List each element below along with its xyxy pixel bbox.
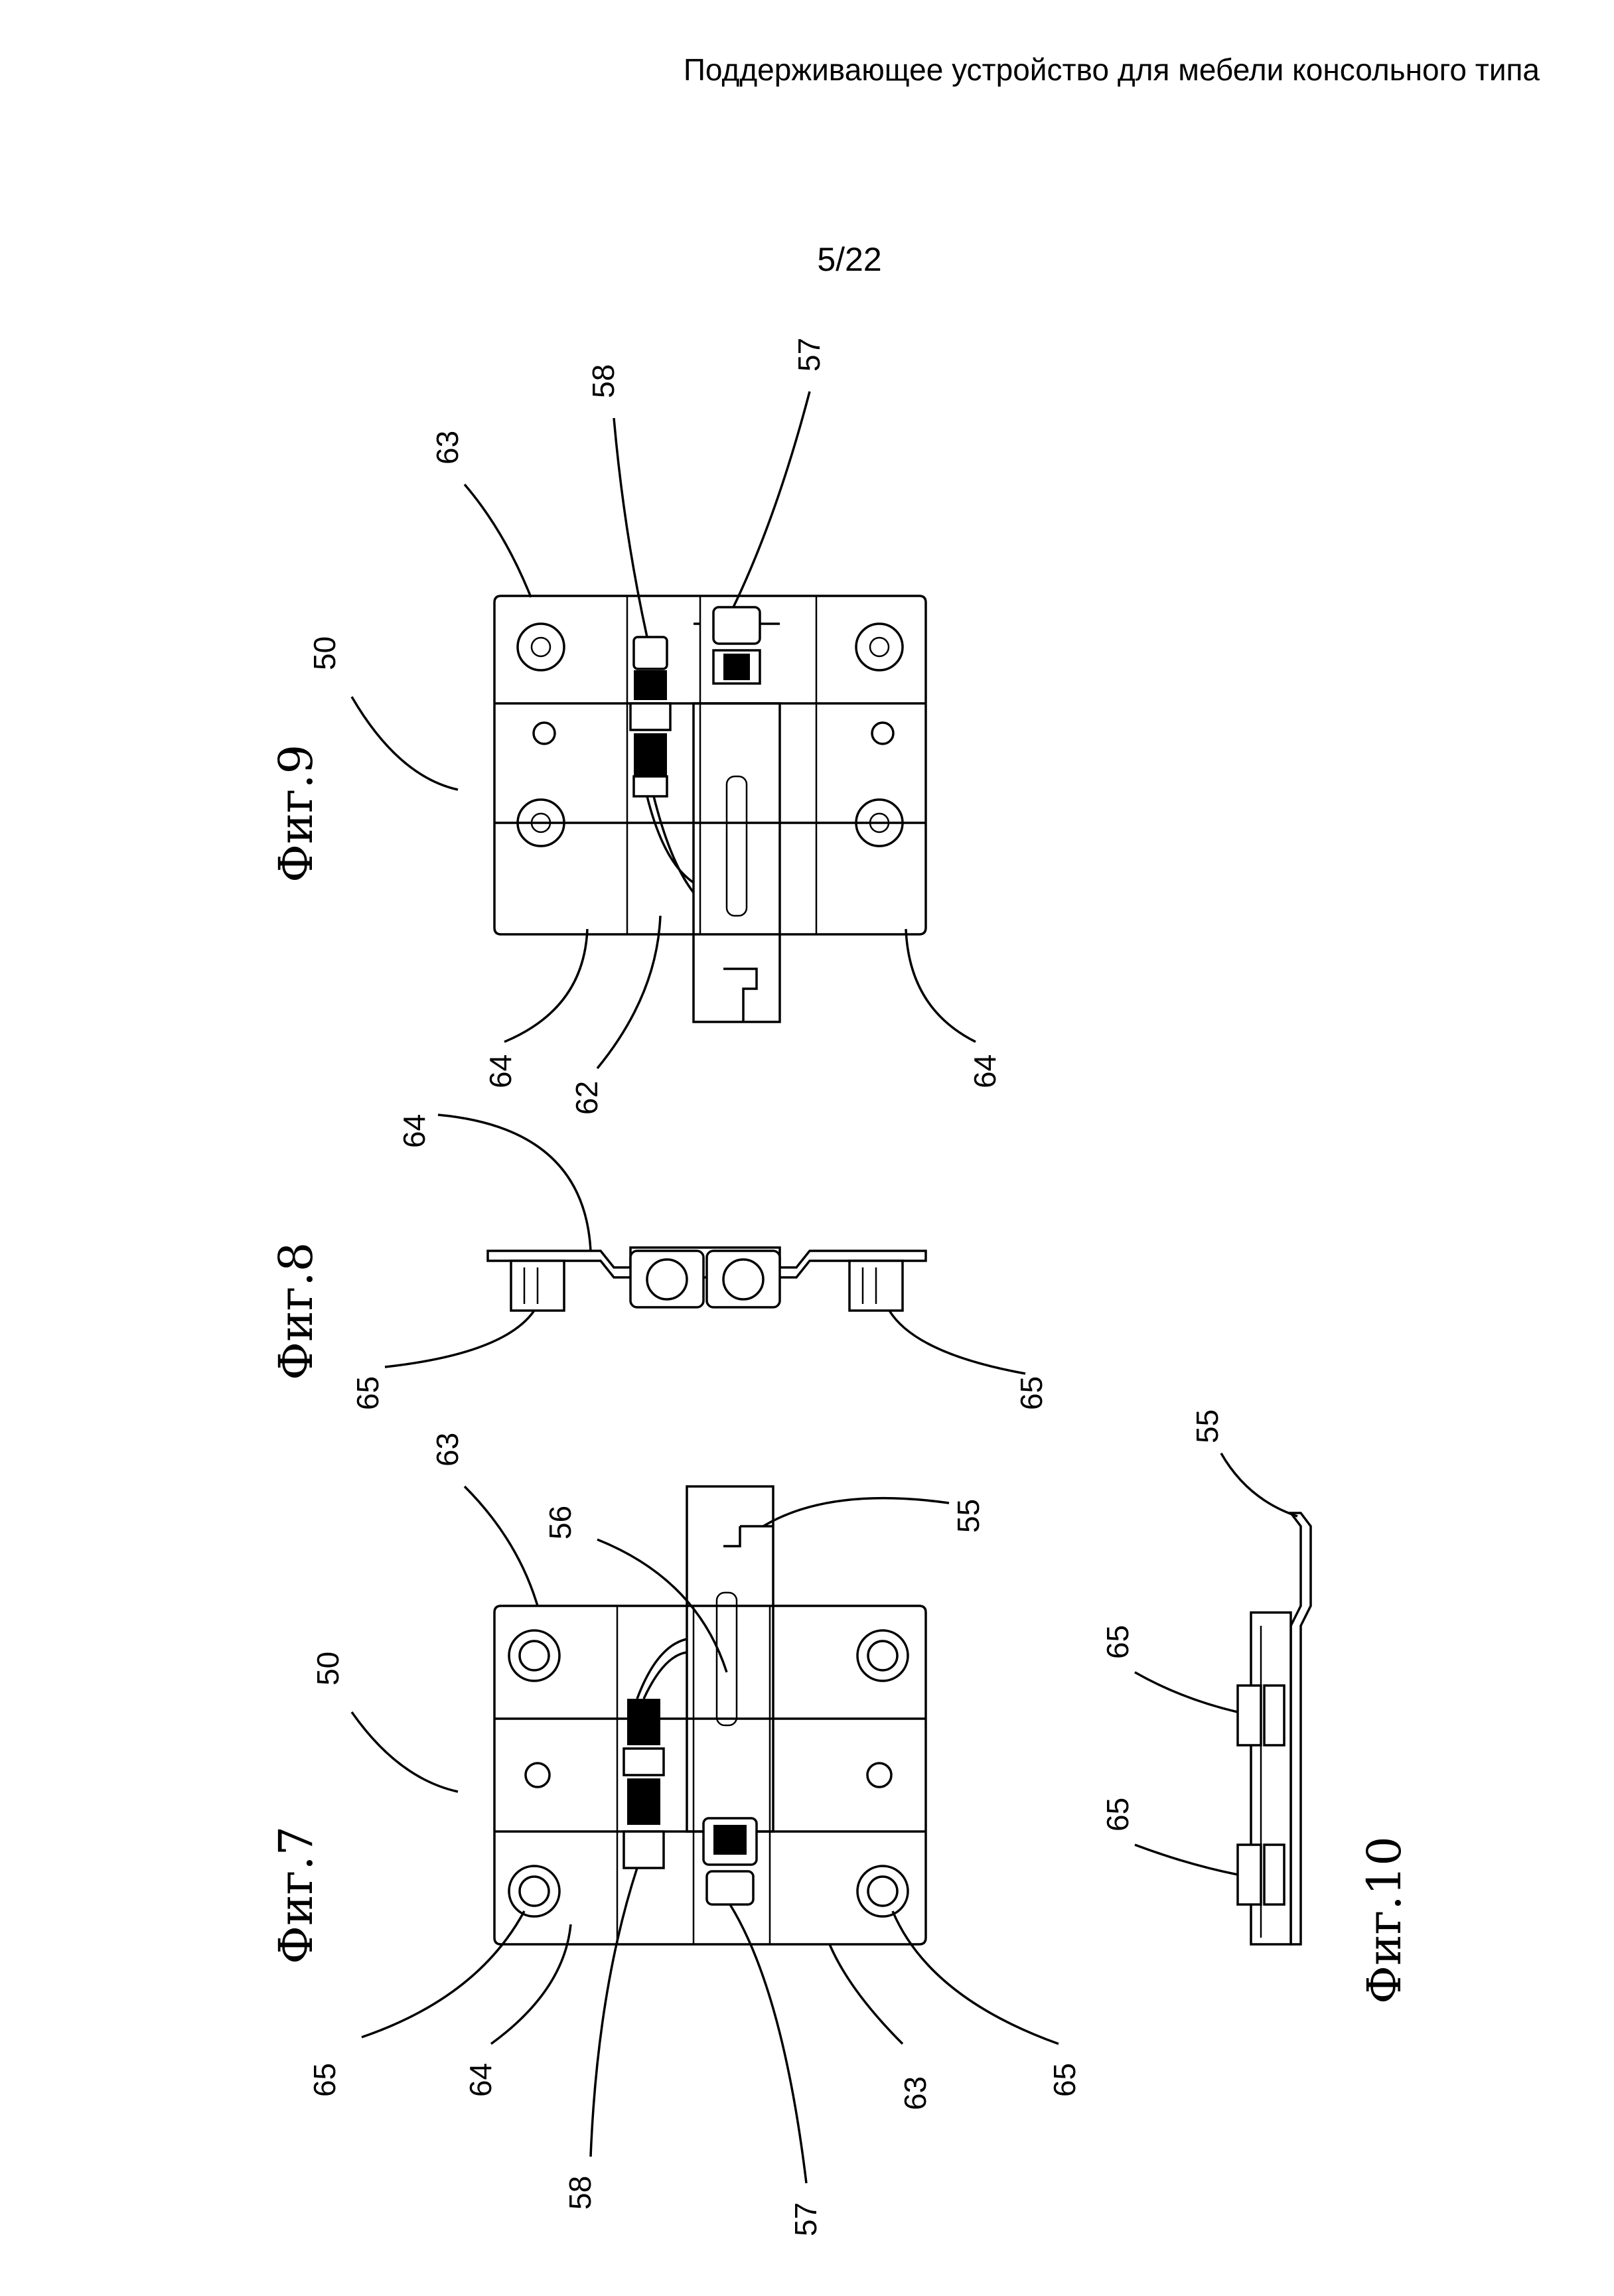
fig7-label-64: 64	[463, 2063, 498, 2097]
fig9-label-50: 50	[307, 636, 342, 670]
fig9-label-64b: 64	[968, 1054, 1002, 1088]
fig7-label-63b: 63	[898, 2076, 932, 2110]
fig8-label-64: 64	[397, 1114, 431, 1148]
figure-8-caption: Фиг.8	[269, 1242, 323, 1380]
fig9-label-57: 57	[792, 338, 826, 372]
fig8-label-65b: 65	[1014, 1376, 1049, 1410]
fig7-hinge-body	[493, 1485, 927, 1946]
figure-9: Фиг.9	[269, 338, 1002, 1115]
fig7-label-56: 56	[543, 1506, 577, 1540]
fig7-label-63: 63	[430, 1433, 465, 1467]
fig9-label-62: 62	[569, 1081, 604, 1115]
fig10-label-65a: 65	[1100, 1625, 1135, 1659]
fig9-label-64a: 64	[483, 1054, 518, 1088]
fig7-label-57: 57	[788, 2202, 823, 2236]
fig7-label-55: 55	[951, 1499, 986, 1533]
fig10-label-65b: 65	[1100, 1798, 1135, 1831]
fig10-label-55: 55	[1190, 1409, 1224, 1443]
fig7-label-65b: 65	[1047, 2063, 1082, 2097]
page-number: 5/22	[817, 241, 882, 278]
fig9-label-58: 58	[586, 364, 621, 398]
figure-9-caption: Фиг.9	[269, 745, 323, 883]
fig7-label-58: 58	[563, 2176, 597, 2210]
figure-7-caption: Фиг.7	[269, 1826, 323, 1964]
fig10-side-view	[1236, 1512, 1312, 1946]
figure-8: Фиг.8 64 65 65	[269, 1113, 1049, 1410]
fig8-label-65a: 65	[350, 1376, 385, 1410]
fig8-side-view	[486, 1246, 927, 1312]
fig9-hinge-body	[493, 595, 927, 1023]
document-title: Поддерживающее устройство для мебели кон…	[683, 52, 1540, 87]
fig7-label-50: 50	[311, 1652, 345, 1686]
fig9-label-63: 63	[430, 431, 465, 465]
figure-10-caption: Фиг.10	[1357, 1836, 1412, 2004]
fig7-label-65a: 65	[307, 2063, 342, 2097]
figure-7: Фиг.7	[269, 1433, 1082, 2236]
figure-10: Фиг.10 55 65 65	[1100, 1409, 1412, 2004]
